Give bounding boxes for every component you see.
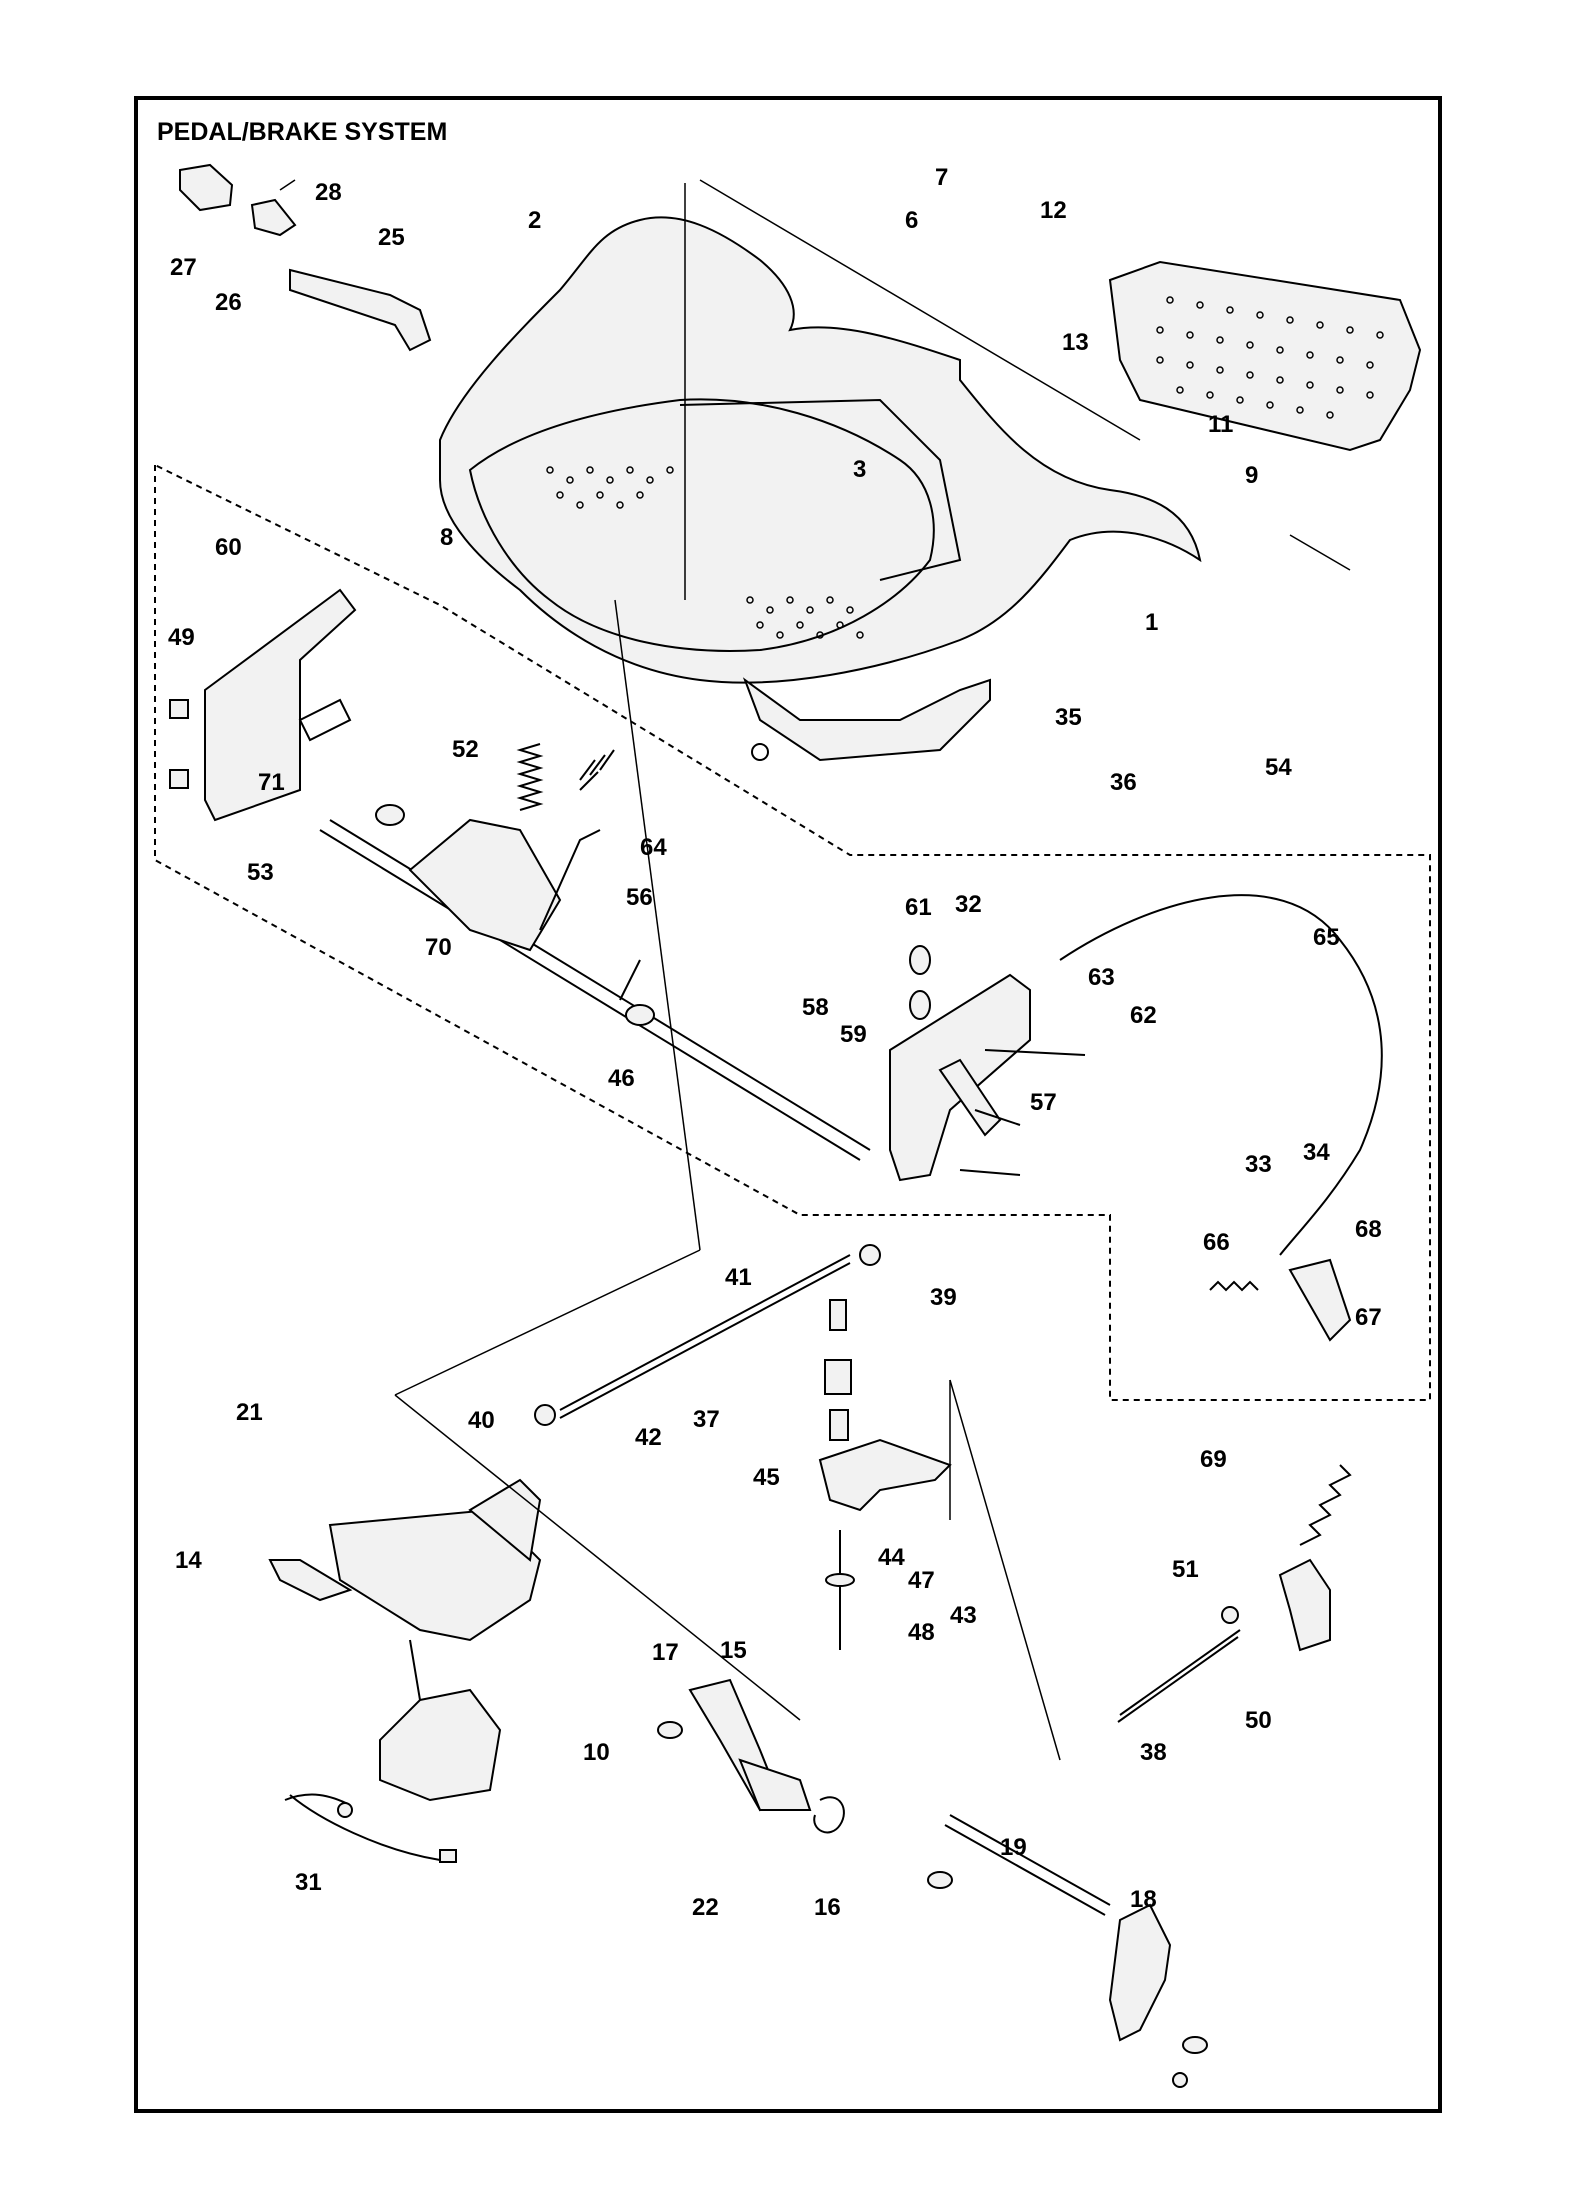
callout-31: 31	[295, 1869, 322, 1896]
callout-41: 41	[725, 1264, 752, 1291]
callout-25: 25	[378, 224, 405, 251]
callout-15: 15	[720, 1637, 747, 1664]
callout-18: 18	[1130, 1886, 1157, 1913]
callout-51: 51	[1172, 1556, 1199, 1583]
callout-34: 34	[1303, 1139, 1330, 1166]
plate-57	[889, 945, 1086, 1182]
callout-10: 10	[583, 1739, 610, 1766]
callout-13: 13	[1062, 329, 1089, 356]
callout-50: 50	[1245, 1707, 1272, 1734]
callout-16: 16	[814, 1894, 841, 1921]
callout-17: 17	[652, 1639, 679, 1666]
callout-47: 47	[908, 1567, 935, 1594]
pedal-15	[688, 1678, 845, 1834]
callout-1: 1	[1145, 609, 1158, 636]
callout-11: 11	[1208, 411, 1233, 438]
callout-53: 53	[247, 859, 274, 886]
callout-70: 70	[425, 934, 452, 961]
callout-35: 35	[1055, 704, 1082, 731]
callout-39: 39	[930, 1284, 957, 1311]
callout-6: 6	[905, 207, 918, 234]
callout-9: 9	[1245, 462, 1258, 489]
diagram-frame	[134, 96, 1442, 2113]
lower-linkage	[534, 1244, 952, 1650]
callout-2: 2	[528, 207, 541, 234]
callout-67: 67	[1355, 1304, 1382, 1331]
callout-54: 54	[1265, 754, 1292, 781]
callout-21: 21	[236, 1399, 263, 1426]
callout-7: 7	[935, 164, 948, 191]
pedal-top-parts	[179, 163, 432, 352]
group-54-outline	[154, 464, 1431, 1401]
callout-69: 69	[1200, 1446, 1227, 1473]
callout-28: 28	[315, 179, 342, 206]
callout-43: 43	[950, 1602, 977, 1629]
callout-62: 62	[1130, 1002, 1157, 1029]
upper-shaft	[319, 804, 871, 1161]
callout-37: 37	[693, 1406, 720, 1433]
callout-56: 56	[626, 884, 653, 911]
callout-66: 66	[1203, 1229, 1230, 1256]
callout-49: 49	[168, 624, 195, 651]
callout-60: 60	[215, 534, 242, 561]
callout-42: 42	[635, 1424, 662, 1451]
callout-22: 22	[692, 1894, 719, 1921]
connection-lines	[394, 179, 1351, 1761]
footplate	[1108, 260, 1422, 452]
fender-body	[439, 216, 1202, 762]
callout-45: 45	[753, 1464, 780, 1491]
cable-65	[1059, 894, 1383, 1342]
callout-26: 26	[215, 289, 242, 316]
callout-32: 32	[955, 891, 982, 918]
callout-3: 3	[853, 456, 866, 483]
cable-31	[284, 1793, 457, 1863]
callout-46: 46	[608, 1065, 635, 1092]
callout-36: 36	[1110, 769, 1137, 796]
callout-8: 8	[440, 524, 453, 551]
diagram-title: PEDAL/BRAKE SYSTEM	[157, 118, 448, 146]
callout-44: 44	[878, 1544, 905, 1571]
callout-19: 19	[1000, 1834, 1027, 1861]
spring-52-lower	[1117, 1464, 1352, 1723]
callout-52: 52	[452, 736, 479, 763]
bracket-14	[268, 1478, 542, 1802]
callout-63: 63	[1088, 964, 1115, 991]
callout-40: 40	[468, 1407, 495, 1434]
callout-68: 68	[1355, 1216, 1382, 1243]
springs-upper	[298, 698, 641, 1001]
callouts: 1 2 3 6 7 8 9 10 11 12 13 14 15 16 17 18…	[168, 164, 1382, 1921]
callout-71: 71	[258, 769, 285, 796]
callout-12: 12	[1040, 197, 1067, 224]
callout-59: 59	[840, 1021, 867, 1048]
callout-57: 57	[1030, 1089, 1057, 1116]
callout-61: 61	[905, 894, 932, 921]
callout-38: 38	[1140, 1739, 1167, 1766]
callout-58: 58	[802, 994, 829, 1021]
callout-48: 48	[908, 1619, 935, 1646]
shaft-19	[657, 1721, 1208, 2054]
callout-65: 65	[1313, 924, 1340, 951]
bracket-53	[169, 588, 357, 822]
arm-18	[1108, 1903, 1188, 2088]
callout-14: 14	[175, 1547, 202, 1574]
callout-33: 33	[1245, 1151, 1272, 1178]
callout-27: 27	[170, 254, 197, 281]
callout-64: 64	[640, 834, 667, 861]
